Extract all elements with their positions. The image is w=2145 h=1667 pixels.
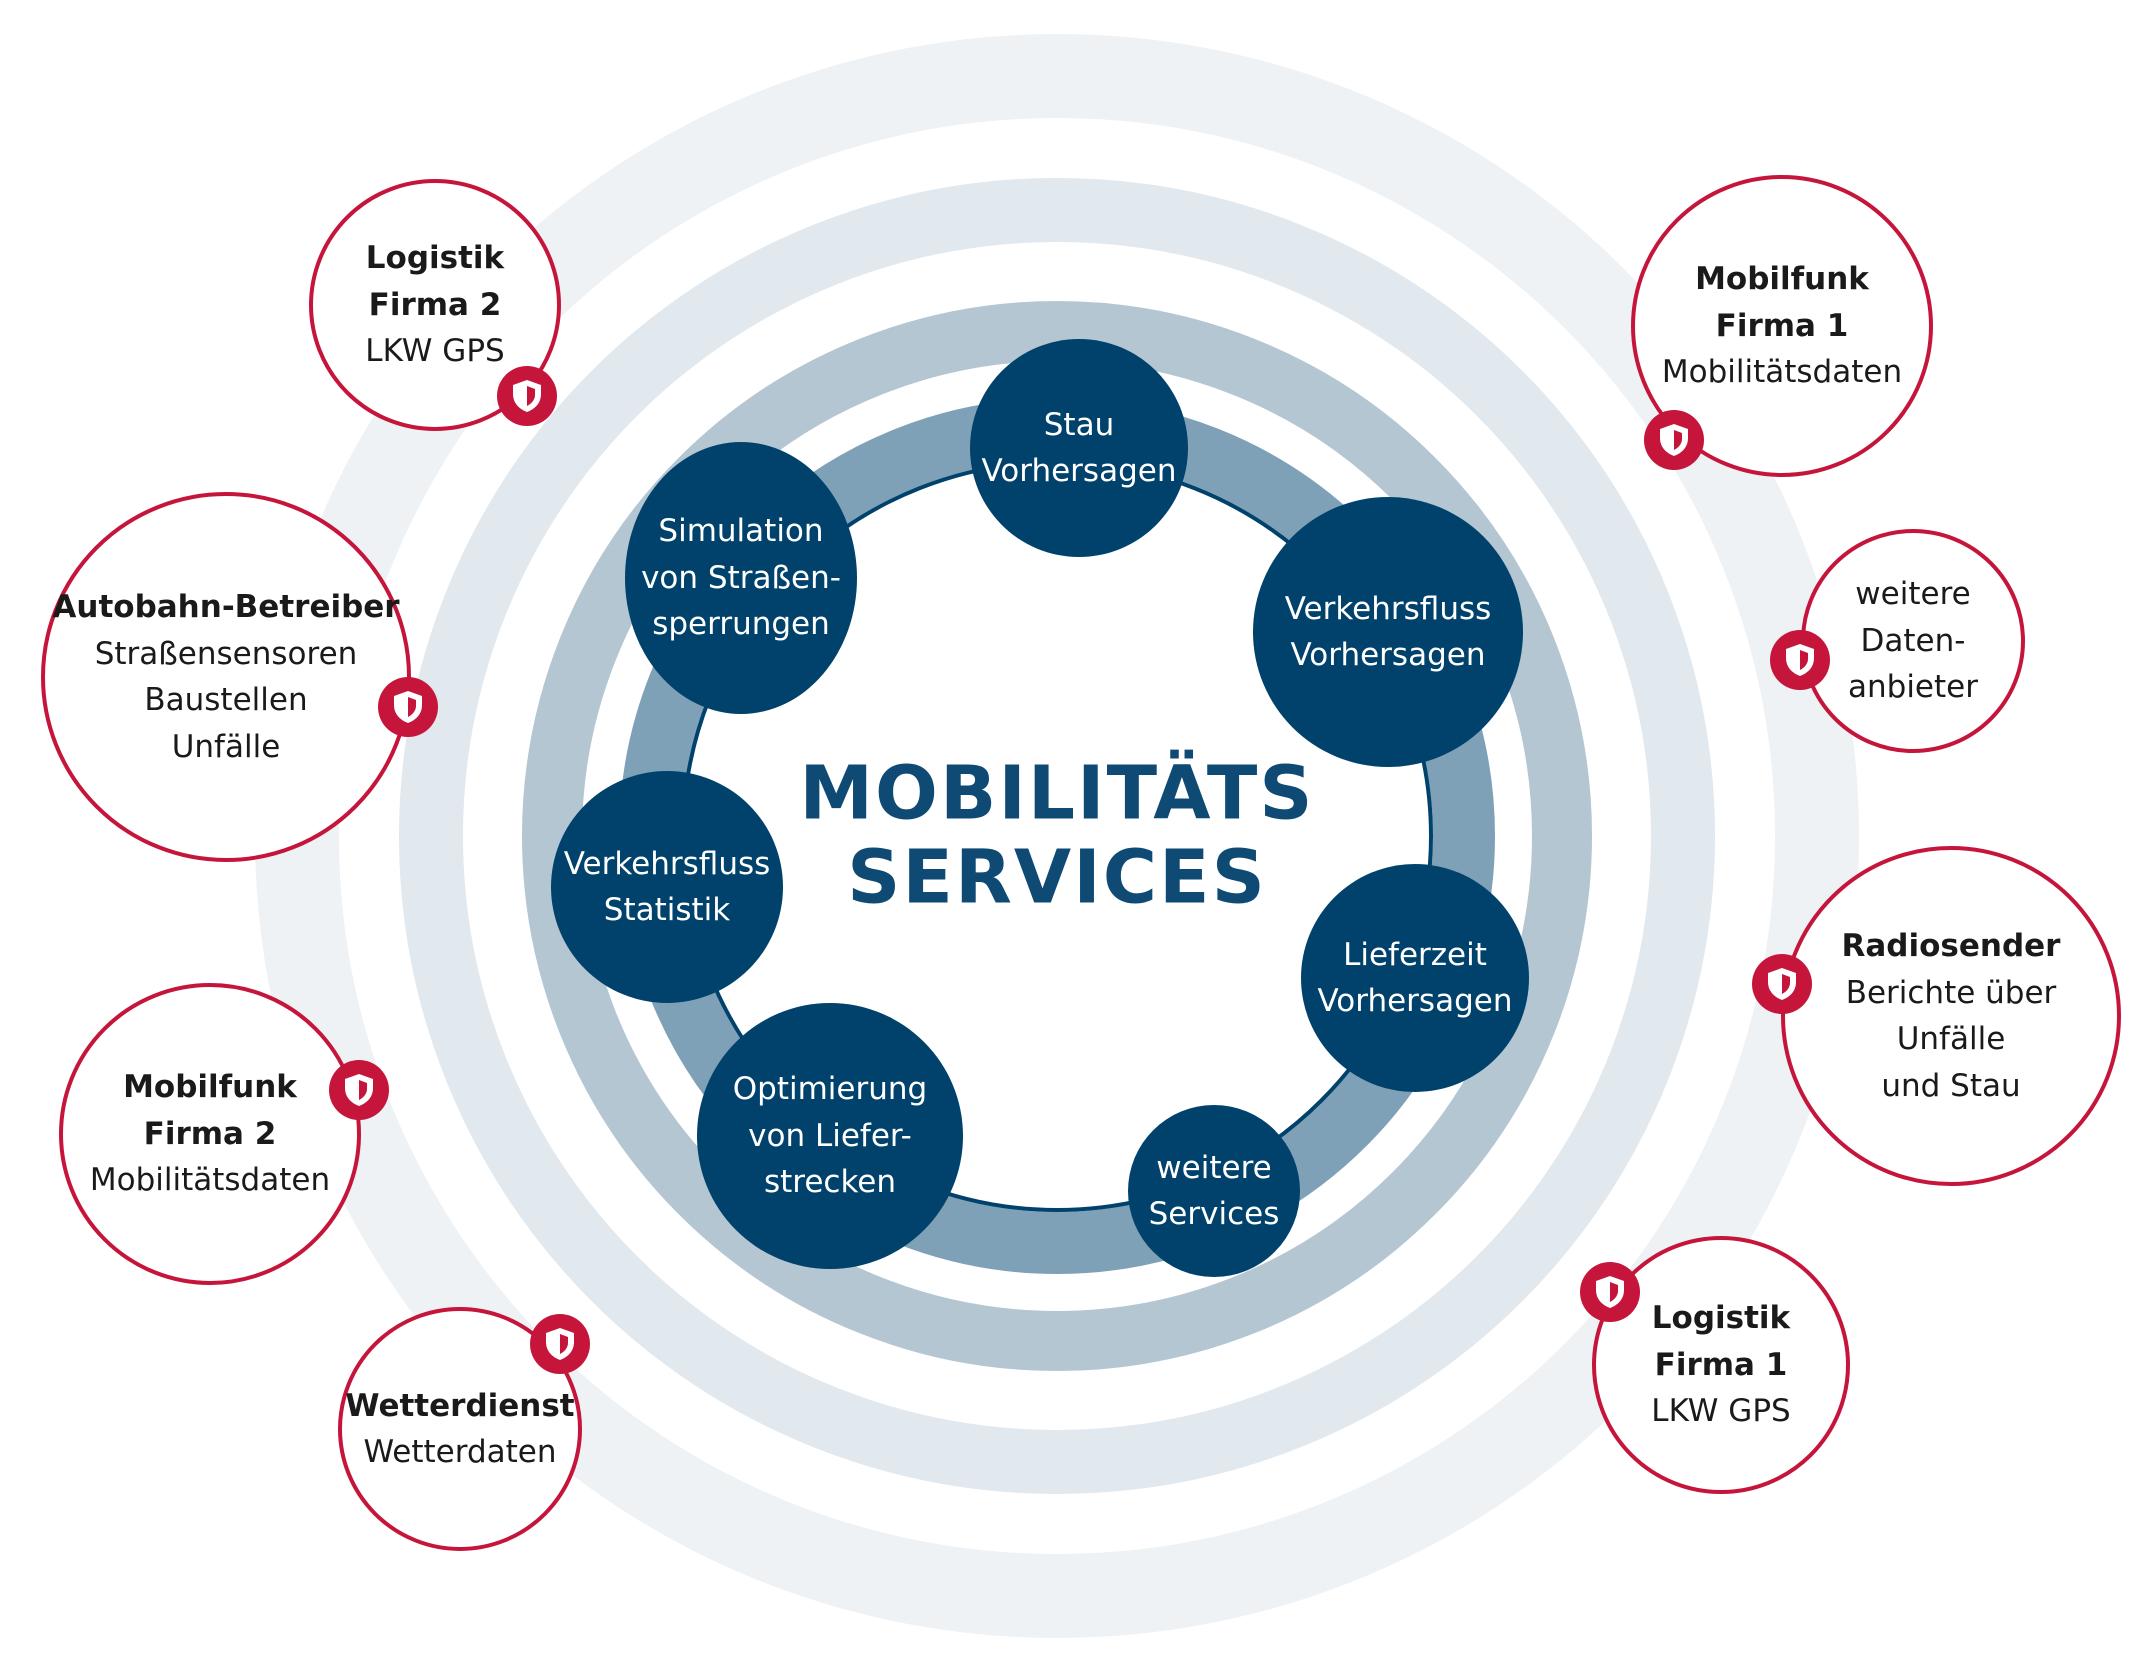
source-radiosender: Radiosender Berichte über Unfälle und St… [1781,846,2121,1186]
service-label-line: Simulation [658,513,824,550]
shield-icon [1786,644,1814,676]
shield-icon [1660,424,1688,456]
source-title-line: Mobilfunk [123,1069,297,1106]
shield-badge [1580,1262,1640,1322]
service-optimierung-lieferstrecken: Optimierung von Liefer- strecken [697,1003,963,1269]
service-label-line: von Liefer- [748,1117,912,1154]
service-label-line: Verkehrsfluss [1284,590,1492,627]
source-detail-line: Mobilitätsdaten [1661,354,1903,391]
shield-icon [1768,968,1796,1000]
source-detail-line: Unfälle [171,728,281,765]
shield-icon [1596,1276,1624,1308]
center-title: MOBILITÄTS SERVICES [799,752,1314,919]
source-detail-line: Unfälle [1896,1021,2006,1057]
source-autobahn-betreiber: Autobahn-Betreiber Straßensensoren Baust… [41,492,411,862]
service-label-line: Services [1148,1196,1280,1232]
center-title-line1: MOBILITÄTS [799,750,1315,837]
source-title-line: Autobahn-Betreiber [52,589,400,625]
source-title-line: Logistik [1651,1300,1791,1337]
service-label-line: Optimierung [732,1071,928,1108]
shield-icon [546,1328,574,1360]
service-label-line: weitere [1156,1149,1272,1186]
service-simulation-strassensperrungen: Simulation von Straßen- sperrungen [625,442,857,714]
service-verkehrsfluss-statistik: Verkehrsfluss Statistik [551,771,783,1003]
source-detail-line: Straßensensoren [94,635,358,672]
source-title-line: Radiosender [1841,928,2061,964]
source-detail-line: und Stau [1881,1067,2021,1104]
source-mobilfunk-firma-1: Mobilfunk Firma 1 Mobilitätsdaten [1631,175,1933,477]
service-verkehrsfluss-vorhersagen: Verkehrsfluss Vorhersagen [1253,497,1523,767]
source-wetterdienst: Wetterdienst Wetterdaten [338,1307,582,1551]
source-detail-line: Wetterdaten [363,1434,557,1470]
ring-inner [522,301,1592,1371]
service-label-line: Vorhersagen [981,453,1177,489]
source-detail-line: Baustellen [144,682,308,718]
service-label-line: sperrungen [652,606,830,643]
service-weitere-services: weitere Services [1128,1105,1300,1277]
service-label-line: von Straßen- [641,559,841,596]
shield-badge [497,366,557,426]
shield-badge [1770,630,1830,690]
source-title-line: Firma 1 [1715,307,1849,344]
source-detail-line: weitere [1855,576,1971,613]
shield-badge [1644,410,1704,470]
service-label-line: Stau [1043,406,1115,443]
shield-badge [378,677,438,737]
service-label-line: Verkehrsfluss [563,845,771,882]
source-detail-line: Daten- [1860,622,1966,659]
source-title-line: Mobilfunk [1695,261,1869,298]
ring-middle [399,178,1715,1494]
source-title-line: Logistik [365,240,505,277]
source-mobilfunk-firma-2: Mobilfunk Firma 2 Mobilitätsdaten [59,983,361,1285]
source-detail-line: Berichte über [1845,974,2057,1011]
source-weitere-datenanbieter: weitere Daten- anbieter [1801,529,2025,753]
service-label-line: Lieferzeit [1343,936,1487,973]
shield-badge [1752,954,1812,1014]
service-label-line: Vorhersagen [1317,983,1513,1019]
center-title-line2: SERVICES [847,834,1267,920]
shield-badge [329,1060,389,1120]
service-stau-vorhersagen: Stau Vorhersagen [970,339,1188,557]
source-title-line: Wetterdienst [345,1387,575,1424]
source-logistik-firma-2: Logistik Firma 2 LKW GPS [309,179,561,431]
shield-icon [345,1074,373,1106]
source-detail-line: Mobilitätsdaten [89,1162,331,1199]
shield-icon [394,691,422,723]
source-detail-line: LKW GPS [365,333,505,370]
shield-badge [530,1314,590,1374]
source-detail-line: LKW GPS [1651,1393,1791,1430]
source-title-line: Firma 1 [1654,1346,1788,1383]
source-detail-line: anbieter [1848,669,1978,706]
service-label-line: Vorhersagen [1290,637,1486,673]
service-lieferzeit-vorhersagen: Lieferzeit Vorhersagen [1301,864,1529,1092]
service-label-line: Statistik [603,892,731,928]
source-title-line: Firma 2 [143,1115,277,1152]
shield-icon [513,380,541,412]
source-title-line: Firma 2 [368,286,502,323]
service-label-line: strecken [763,1164,897,1201]
